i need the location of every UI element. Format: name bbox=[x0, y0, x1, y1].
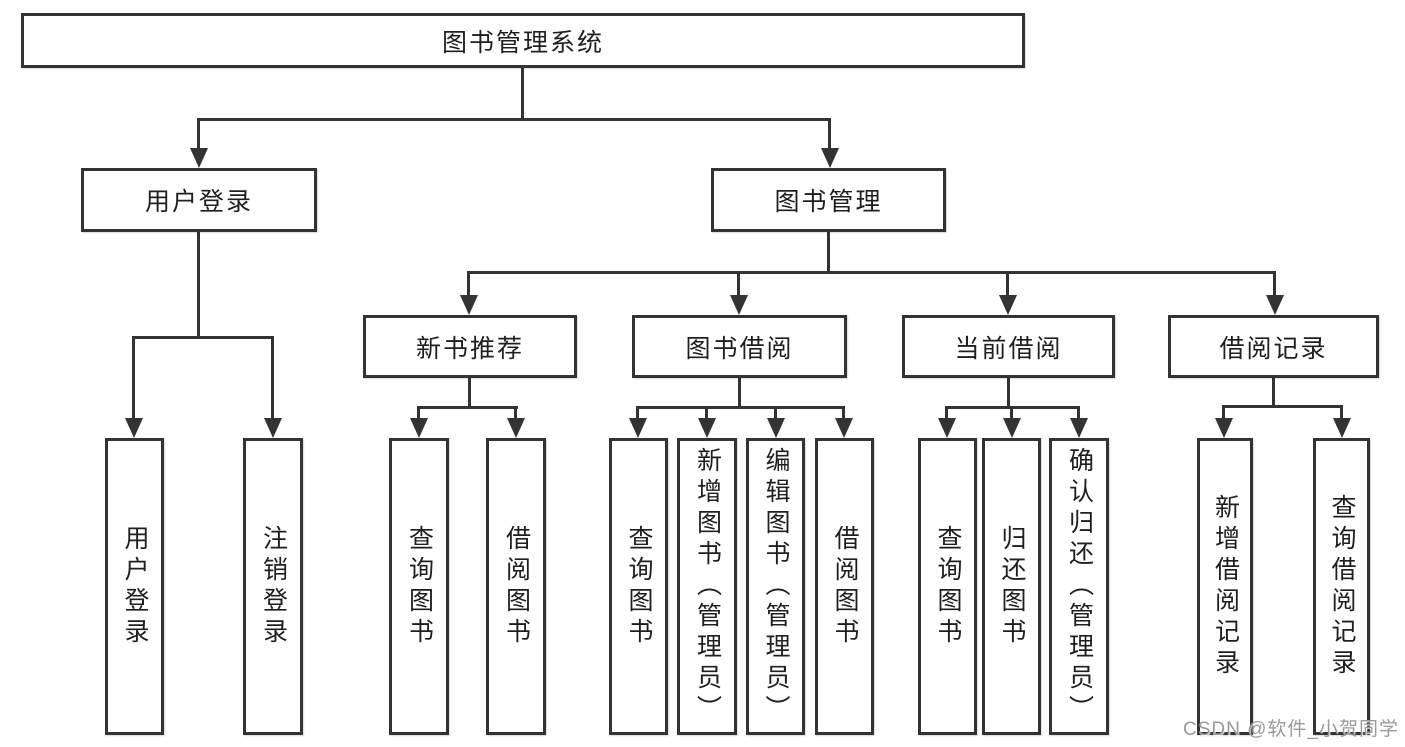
arrow-to-query-books-1 bbox=[410, 418, 428, 438]
csdn-watermark: CSDN @软件_小贺同学 bbox=[1183, 719, 1399, 740]
leaf-return-books: 归还图书 bbox=[982, 438, 1041, 735]
connector-mgmt-drop-4 bbox=[1273, 271, 1276, 299]
leaf-query-books-1: 查询图书 bbox=[389, 438, 449, 735]
connector-mgmt-stem bbox=[827, 232, 830, 274]
arrow-to-book-management bbox=[821, 148, 839, 168]
connector-records-bar bbox=[1222, 405, 1343, 408]
leaf-edit-books-admin-label: 编辑图书（管理员） bbox=[762, 447, 790, 726]
node-borrow-records-label: 借阅记录 bbox=[1219, 334, 1328, 363]
leaf-query-books-2: 查询图书 bbox=[609, 438, 668, 735]
node-root-system: 图书管理系统 bbox=[21, 13, 1025, 68]
arrow-to-book-borrow bbox=[730, 295, 748, 315]
connector-mgmt-bar bbox=[467, 271, 1276, 274]
node-book-management: 图书管理 bbox=[711, 168, 946, 232]
connector-recommend-bar bbox=[417, 406, 518, 409]
leaf-add-borrow-record: 新增借阅记录 bbox=[1197, 438, 1253, 735]
connector-recommend-stem bbox=[468, 378, 471, 409]
arrow-to-borrow-books-2 bbox=[835, 418, 853, 438]
connector-current-drop-3 bbox=[1077, 406, 1080, 422]
connector-login-drop-right bbox=[271, 336, 274, 422]
connector-mgmt-drop-3 bbox=[1006, 271, 1009, 299]
leaf-borrow-books-2: 借阅图书 bbox=[815, 438, 874, 735]
arrow-to-query-borrow-record bbox=[1333, 418, 1351, 438]
leaf-add-books-admin-label: 新增图书（管理员） bbox=[693, 447, 722, 726]
node-new-book-recommend-label: 新书推荐 bbox=[415, 334, 524, 363]
arrow-to-new-book-recommend bbox=[460, 295, 478, 315]
connector-current-drop-2 bbox=[1010, 406, 1013, 422]
connector-borrow-drop-3 bbox=[774, 406, 777, 422]
node-book-borrow-label: 图书借阅 bbox=[685, 334, 794, 363]
leaf-user-login: 用户登录 bbox=[105, 438, 164, 735]
connector-records-drop-2 bbox=[1340, 405, 1343, 422]
arrow-to-return-books bbox=[1003, 418, 1021, 438]
connector-records-stem bbox=[1272, 378, 1275, 408]
leaf-query-borrow-record: 查询借阅记录 bbox=[1313, 438, 1370, 735]
node-root-system-label: 图书管理系统 bbox=[441, 28, 604, 57]
node-current-borrow-label: 当前借阅 bbox=[954, 334, 1063, 363]
arrow-to-current-borrow bbox=[999, 295, 1017, 315]
connector-root-drop-left bbox=[197, 118, 200, 152]
arrow-to-edit-books bbox=[767, 418, 785, 438]
arrow-to-add-books bbox=[698, 418, 716, 438]
connector-mgmt-drop-2 bbox=[737, 271, 740, 299]
node-book-management-label: 图书管理 bbox=[774, 188, 883, 216]
arrow-to-leaf-user-login bbox=[125, 418, 143, 438]
leaf-query-books-1-label: 查询图书 bbox=[405, 524, 434, 649]
connector-borrow-drop-1 bbox=[636, 406, 639, 422]
connector-login-drop-left bbox=[132, 336, 135, 422]
connector-root-drop-right bbox=[828, 118, 831, 152]
connector-root-stem bbox=[521, 68, 524, 120]
connector-current-stem bbox=[1007, 378, 1010, 409]
arrow-to-add-borrow-record bbox=[1215, 418, 1233, 438]
leaf-add-borrow-record-label: 新增借阅记录 bbox=[1211, 493, 1240, 680]
connector-borrow-stem bbox=[738, 378, 741, 409]
arrow-to-confirm-return bbox=[1070, 418, 1088, 438]
leaf-borrow-books-1-label: 借阅图书 bbox=[502, 524, 531, 649]
connector-borrow-drop-2 bbox=[705, 406, 708, 422]
node-new-book-recommend: 新书推荐 bbox=[363, 315, 577, 378]
node-book-borrow: 图书借阅 bbox=[632, 315, 847, 378]
leaf-confirm-return-admin-label: 确认归还（管理员） bbox=[1065, 447, 1094, 726]
leaf-logout-label: 注销登录 bbox=[259, 524, 288, 649]
leaf-borrow-books-1: 借阅图书 bbox=[486, 438, 546, 735]
connector-records-drop-1 bbox=[1222, 405, 1225, 422]
arrow-to-query-books-2 bbox=[629, 418, 647, 438]
leaf-borrow-books-2-label: 借阅图书 bbox=[831, 524, 859, 649]
arrow-to-borrow-books-1 bbox=[507, 418, 525, 438]
leaf-query-books-2-label: 查询图书 bbox=[625, 524, 653, 649]
arrow-to-user-login bbox=[190, 148, 208, 168]
node-user-login-label: 用户登录 bbox=[144, 188, 253, 216]
leaf-return-books-label: 归还图书 bbox=[998, 524, 1026, 649]
leaf-query-books-3-label: 查询图书 bbox=[934, 524, 962, 649]
node-current-borrow: 当前借阅 bbox=[902, 315, 1115, 378]
connector-root-bar bbox=[197, 118, 831, 121]
connector-borrow-drop-4 bbox=[842, 406, 845, 422]
connector-recommend-drop-2 bbox=[514, 406, 517, 422]
arrow-to-borrow-records bbox=[1266, 295, 1284, 315]
leaf-edit-books-admin: 编辑图书（管理员） bbox=[746, 438, 805, 735]
connector-login-stem bbox=[197, 232, 200, 339]
node-user-login: 用户登录 bbox=[81, 168, 317, 232]
arrow-to-leaf-logout bbox=[264, 418, 282, 438]
leaf-query-books-3: 查询图书 bbox=[918, 438, 977, 735]
leaf-user-login-label: 用户登录 bbox=[121, 524, 149, 649]
connector-mgmt-drop-1 bbox=[467, 271, 470, 299]
connector-borrow-bar bbox=[636, 406, 845, 409]
connector-current-drop-1 bbox=[945, 406, 948, 422]
leaf-add-books-admin: 新增图书（管理员） bbox=[677, 438, 737, 735]
node-borrow-records: 借阅记录 bbox=[1168, 315, 1379, 378]
arrow-to-query-books-3 bbox=[938, 418, 956, 438]
connector-recommend-drop-1 bbox=[417, 406, 420, 422]
leaf-query-borrow-record-label: 查询借阅记录 bbox=[1328, 493, 1356, 680]
leaf-confirm-return-admin: 确认归还（管理员） bbox=[1049, 438, 1109, 735]
connector-login-bar bbox=[132, 336, 274, 339]
leaf-logout: 注销登录 bbox=[243, 438, 303, 735]
